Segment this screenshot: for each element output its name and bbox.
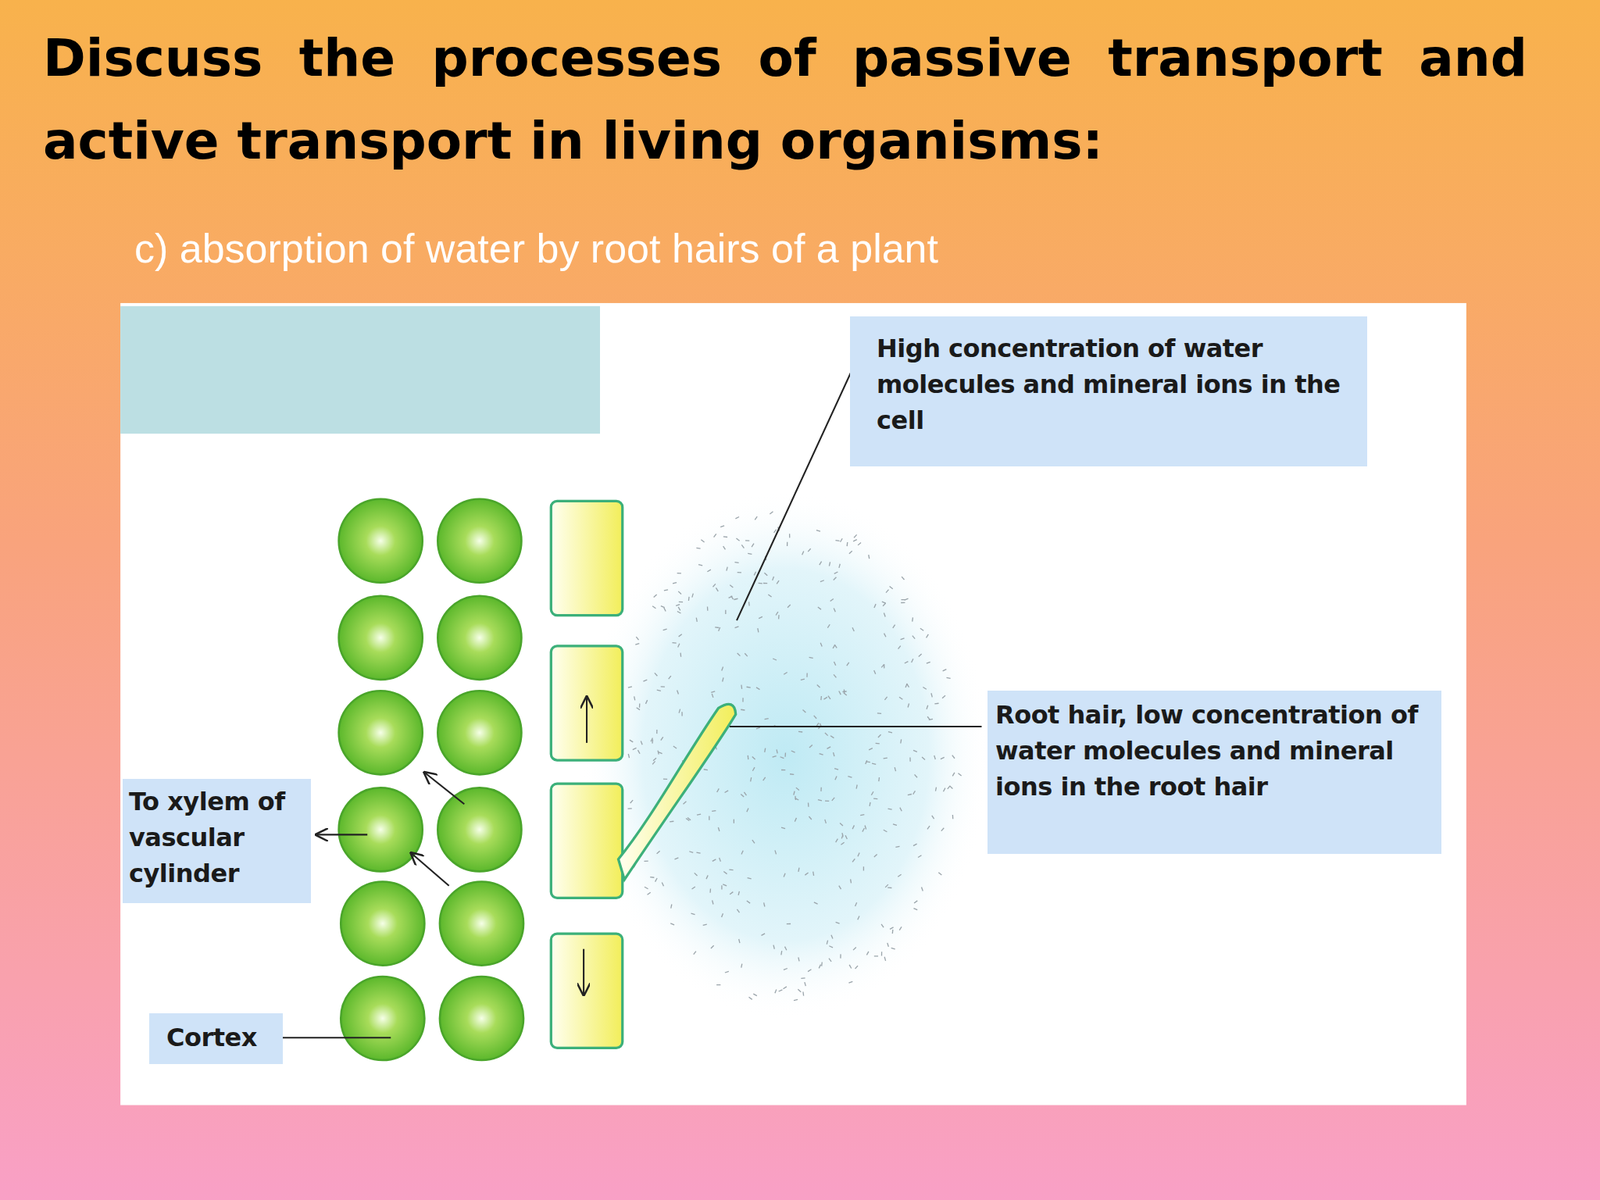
callout-text: High concentration of water molecules an… — [876, 330, 1357, 439]
slide-title: Discuss the processes of passive transpo… — [42, 17, 1528, 183]
subtitle: c) absorption of water by root hairs of … — [134, 225, 939, 272]
callout-box: Root hair, low concentration of water mo… — [987, 690, 1442, 854]
callout-box: Cortex — [149, 1013, 283, 1065]
callout-text: To xylem of vascular cylinder — [128, 783, 308, 892]
cortex-cells — [339, 499, 524, 1061]
root-hair — [618, 703, 736, 879]
panel — [120, 303, 1467, 1106]
soil-water — [581, 489, 990, 1021]
blank-box — [120, 306, 600, 434]
soil-particles — [628, 511, 962, 1001]
callout-box: High concentration of water molecules an… — [850, 316, 1368, 467]
callout-text: Cortex — [166, 1019, 279, 1056]
callout-box: To xylem of vascular cylinder — [122, 778, 311, 904]
callout-text: Root hair, low concentration of water mo… — [995, 696, 1434, 805]
epidermis-cells — [550, 500, 622, 1048]
flow-arrows — [316, 696, 587, 995]
